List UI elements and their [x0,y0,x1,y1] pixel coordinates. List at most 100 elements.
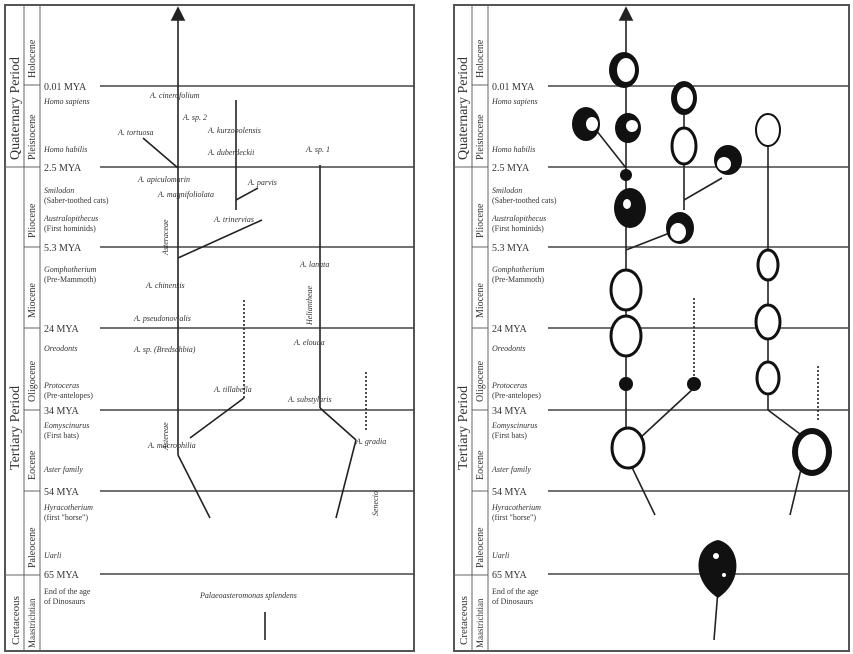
boundary-25-right: 2.5 MYA [492,163,530,174]
boundary-25: 2.5 MYA [44,163,82,174]
leaf-icon [614,188,646,228]
leaf-icon [666,212,694,244]
event-uarli: Uarli [44,551,61,560]
leaf-icon [671,81,697,115]
taxon-label: A. apiculomarin [137,175,190,184]
taxon-label: A. chinensis [145,281,185,290]
epoch-miocene-right: Miocene [475,282,486,318]
leaf-icons [572,52,832,598]
leaf-icon [620,169,632,181]
taxon-label: A. magnifoliolata [157,190,214,199]
epoch-oligocene-right: Oligocene [475,360,486,402]
event-australopithecus-note: (First hominids) [44,224,96,233]
taxon-label: A. sp. 1 [305,145,330,154]
event-hyracotherium-note-right: (first "horse") [492,513,536,522]
event-homo-habilis-right: Homo habilis [491,145,535,154]
boundary-53-right: 5.3 MYA [492,243,530,254]
taxon-label: A. parvis [247,178,277,187]
taxon-label: A. substylaris [287,395,332,404]
event-gomphotherium-note: (Pre-Mammoth) [44,275,96,284]
taxon-label: A. duberdeckii [207,148,254,157]
taxon-label: A. elouda [293,338,325,347]
group-label: Senecio [371,491,380,516]
taxon-label: A. tillabella [213,385,252,394]
taxon-label: A. macrophilia [147,441,196,450]
event-smilodon-note-right: (Saber-toothed cats) [492,196,557,205]
taxon-label: A. cinerofolium [149,91,200,100]
leaf-icon [687,377,701,391]
left-panel: Quaternary Period Tertiary Period Cretac… [4,4,415,652]
event-oreodonts: Oreodonts [44,344,77,353]
taxon-label: A. gradia [355,437,386,446]
group-label: Astereae [161,422,170,451]
event-aster: Aster family [43,465,83,474]
leaf-icon [619,377,633,391]
leaf-icon [609,268,643,312]
event-eomys: Eomyscinurus [43,421,89,430]
leaf-icon [670,126,698,166]
boundary-53: 5.3 MYA [44,243,82,254]
leaf-icon [609,314,643,358]
leaf-icon [792,428,832,476]
taxon-label: A. sp. 2 [182,113,207,122]
event-eomys-note-right: (First bats) [492,431,527,440]
event-dino-2: of Dinosaurs [44,597,85,606]
epoch-maastrichtian: Maastrichtian [27,598,37,648]
epoch-pliocene: Pliocene [27,203,38,238]
event-hyracotherium-right: Hyracotherium [491,503,541,512]
event-homo-sapiens-right: Homo sapiens [491,97,538,106]
leaf-icon [755,360,781,396]
event-protoceras-note: (Pre-antelopes) [44,391,93,400]
event-australopithecus: Australopithecus [43,214,98,223]
leaf-icon [610,426,646,470]
taxon-label: A. trinervias [213,215,254,224]
event-smilodon: Smilodon [44,186,74,195]
leaf-icon [609,52,639,88]
event-gomphotherium: Gomphotherium [44,265,97,274]
period-quaternary: Quaternary Period [8,57,23,160]
period-cretaceous-right: Cretaceous [458,596,470,645]
event-protoceras: Protoceras [43,381,79,390]
leaf-icon [755,113,781,147]
leaf-icon [714,145,742,175]
event-smilodon-note: (Saber-toothed cats) [44,196,109,205]
event-eomys-right: Eomyscinurus [491,421,537,430]
left-tree [142,6,367,640]
taxon-label: Palaeoasteromonas splendens [199,591,297,600]
epoch-oligocene: Oligocene [27,360,38,402]
boundary-001-right: 0.01 MYA [492,82,535,93]
taxon-label: A. lanata [299,260,329,269]
event-dino-right: End of the age [492,587,539,596]
event-gomphotherium-right: Gomphotherium [492,265,545,274]
epoch-pleistocene-right: Pleistocene [475,114,486,160]
boundary-001: 0.01 MYA [44,82,87,93]
epoch-holocene: Holocene [27,39,38,78]
group-label: Heliantheae [305,285,314,326]
event-dino: End of the age [44,587,91,596]
event-aster-right: Aster family [491,465,531,474]
event-australopithecus-note-right: (First hominids) [492,224,544,233]
period-tertiary-right: Tertiary Period [456,386,471,470]
leaf-icon [756,248,780,282]
boundary-24-right: 24 MYA [492,324,528,335]
event-smilodon-right: Smilodon [492,186,522,195]
event-homo-habilis: Homo habilis [43,145,87,154]
period-cretaceous: Cretaceous [10,596,22,645]
event-oreodonts-right: Oreodonts [492,344,525,353]
taxon-label: A. kurzobolensis [207,126,261,135]
leaf-icon [615,113,641,143]
epoch-eocene: Eocene [27,450,38,480]
taxon-label: A. tortuosa [117,128,154,137]
boundary-34-right: 34 MYA [492,406,528,417]
epoch-paleocene-right: Paleocene [475,527,486,568]
epoch-paleocene: Paleocene [27,527,38,568]
epoch-eocene-right: Eocene [475,450,486,480]
right-panel: Quaternary Period Tertiary Period Cretac… [453,4,850,652]
event-hyracotherium-note: (first "horse") [44,513,88,522]
taxon-label: A. sp. (Bredschbia) [133,345,196,354]
event-protoceras-right: Protoceras [491,381,527,390]
boundary-24: 24 MYA [44,324,80,335]
event-australopithecus-right: Australopithecus [491,214,546,223]
event-hyracotherium: Hyracotherium [43,503,93,512]
